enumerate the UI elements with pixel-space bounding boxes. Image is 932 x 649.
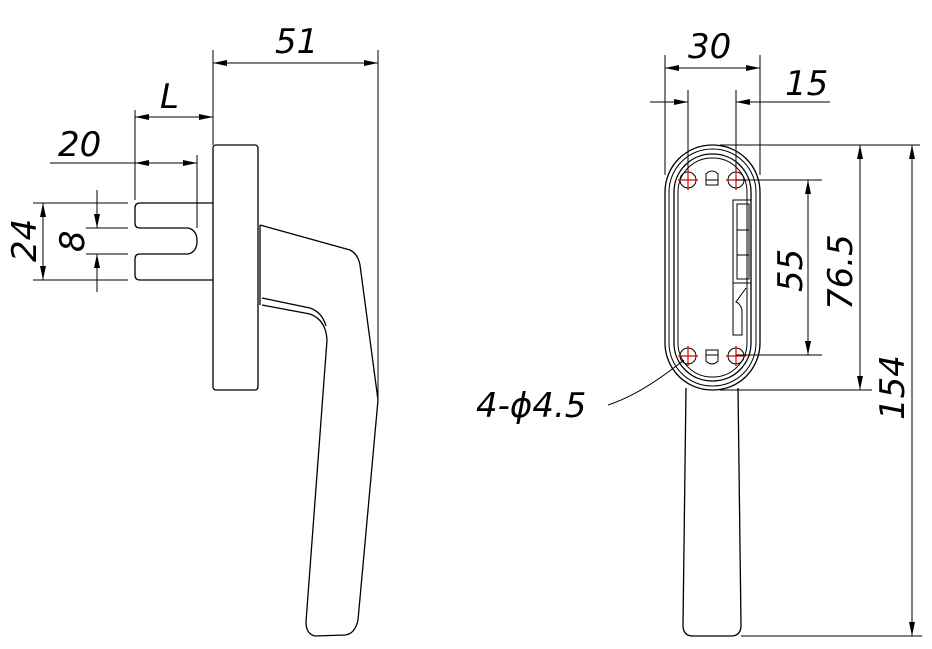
hole-icon xyxy=(678,346,698,366)
side-view: 51 L 20 24 8 xyxy=(5,22,379,637)
dim-L: L xyxy=(134,77,214,200)
rosette-front xyxy=(664,144,761,391)
slot-details xyxy=(705,170,752,365)
handle-side xyxy=(259,224,379,637)
dim-15: 15 xyxy=(650,64,830,170)
dim-76-5: 76.5 xyxy=(720,144,920,391)
front-view: 30 15 55 76.5 154 xyxy=(476,27,922,637)
dim-label-20: 20 xyxy=(58,125,101,165)
handle-front xyxy=(682,387,742,637)
dim-label-154: 154 xyxy=(873,355,913,420)
dim-label-holes: 4-ϕ4.5 xyxy=(476,386,586,426)
dim-label-24: 24 xyxy=(5,219,45,262)
spindle xyxy=(134,202,213,281)
dim-label-76-5: 76.5 xyxy=(821,234,861,310)
dim-154: 154 xyxy=(741,145,922,637)
dim-51: 51 xyxy=(212,22,379,400)
dim-label-L: L xyxy=(160,77,179,117)
dim-55: 55 xyxy=(736,179,822,356)
dim-holes: 4-ϕ4.5 xyxy=(476,359,685,426)
hole-icon xyxy=(726,346,746,366)
hole-icon xyxy=(678,170,698,190)
dim-label-30: 30 xyxy=(688,27,731,67)
dim-label-8: 8 xyxy=(53,230,93,252)
dim-label-55: 55 xyxy=(771,249,811,292)
dim-30: 30 xyxy=(664,27,761,175)
rosette-side xyxy=(212,144,259,391)
mounting-holes xyxy=(678,170,746,366)
dim-20: 20 xyxy=(50,125,198,228)
dim-8: 8 xyxy=(53,190,128,292)
dim-label-51: 51 xyxy=(275,22,318,62)
dim-label-15: 15 xyxy=(785,64,828,104)
dim-24: 24 xyxy=(5,202,128,281)
